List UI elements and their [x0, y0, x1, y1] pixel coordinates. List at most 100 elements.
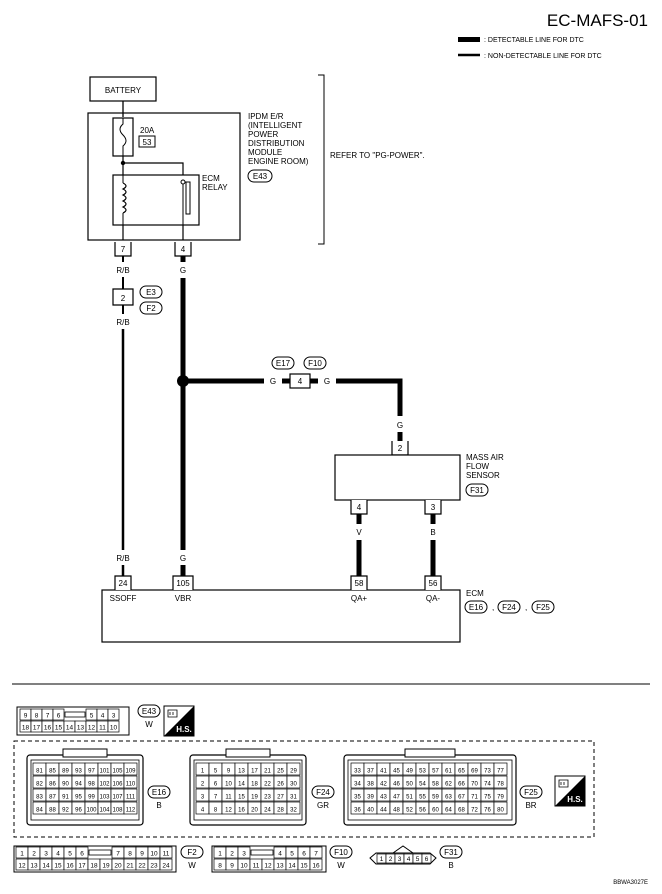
- pin-number: 11: [99, 725, 106, 732]
- pin-number: 10: [240, 863, 248, 870]
- f24-latch: [225, 748, 271, 758]
- pin-number: 51: [406, 795, 413, 801]
- ipdm-label-line: (INTELLIGENT: [248, 121, 302, 130]
- maf-label: FLOW: [466, 462, 490, 471]
- pin-cell: [493, 801, 508, 815]
- ipdm-label-line: DISTRIBUTION: [248, 139, 305, 148]
- wire-color-label: R/B: [116, 318, 129, 327]
- pin-number: 2: [32, 851, 36, 858]
- pin-cell: [159, 846, 173, 859]
- pin-number: 73: [484, 769, 491, 775]
- blank-cavity: [64, 711, 86, 718]
- pin-number: 22: [264, 782, 271, 788]
- pin-number: 52: [406, 808, 413, 814]
- pin-number: 31: [290, 795, 297, 801]
- wire-color-label: R/B: [116, 554, 129, 563]
- pin-number: 15: [55, 725, 63, 732]
- pin-number: 74: [484, 782, 491, 788]
- pin-number: 63: [445, 795, 452, 801]
- ecm-relay-label: ECM: [202, 174, 220, 183]
- pin-number: 13: [276, 863, 284, 870]
- wire-color-label: G: [270, 377, 276, 386]
- pin-number: 47: [393, 795, 400, 801]
- pin-number: 17: [78, 863, 86, 870]
- pin-number: 48: [393, 808, 400, 814]
- pin-number: 68: [458, 808, 465, 814]
- maf-sensor-box: [334, 454, 461, 501]
- connector-id: F10: [308, 359, 322, 368]
- pin-number: 38: [367, 782, 374, 788]
- pin-number: 1: [20, 851, 24, 858]
- f24-inner: [193, 759, 303, 821]
- ecm-pin-name: QA+: [351, 594, 368, 603]
- pin-number: 14: [238, 782, 245, 788]
- pin-number: 21: [264, 769, 271, 775]
- blank-cavity: [88, 849, 112, 856]
- legend-non-detectable-text: : NON-DETECTABLE LINE FOR DTC: [484, 53, 602, 60]
- pin-number: 90: [62, 782, 69, 788]
- pin-number: 8: [35, 713, 39, 720]
- pin-number: 3: [112, 713, 116, 720]
- pin-number: 61: [445, 769, 452, 775]
- pin-number: 10: [110, 725, 118, 732]
- pin-number: 18: [22, 725, 30, 732]
- maf-label: MASS AIR: [466, 453, 504, 462]
- pin-number: 18: [90, 863, 98, 870]
- pin-cell: [286, 801, 301, 815]
- pin-number: 18: [251, 782, 258, 788]
- wire-color-code: B: [448, 861, 453, 870]
- wire-g-detectable: [336, 378, 403, 416]
- pin-number: 12: [18, 863, 26, 870]
- connector-tag: [271, 356, 295, 370]
- connector-tag: [329, 845, 353, 859]
- pin-cell: [107, 720, 120, 733]
- pin-number: 3: [242, 851, 246, 858]
- pin-number: 97: [88, 769, 95, 775]
- pin-number: 100: [86, 808, 97, 814]
- pin-box: [172, 575, 194, 590]
- pin-number: 9: [24, 713, 28, 720]
- legend-detectable-text: : DETECTABLE LINE FOR DTC: [484, 37, 584, 44]
- pin-number: 32: [290, 808, 297, 814]
- pin-cell: [286, 775, 301, 789]
- connector-id: E3: [146, 288, 156, 297]
- battery-label: BATTERY: [105, 86, 142, 95]
- pin-number: 78: [497, 782, 504, 788]
- pin-number: 20: [114, 863, 122, 870]
- wire-color-label: B: [430, 528, 435, 537]
- pin-number: 11: [225, 795, 232, 801]
- page-title: EC-MAFS-01: [547, 11, 648, 30]
- pin-number: 16: [238, 808, 245, 814]
- pin-number: 21: [126, 863, 134, 870]
- pin-number: 7: [46, 713, 50, 720]
- pin-number: 45: [393, 769, 400, 775]
- pin-number: 59: [432, 795, 439, 801]
- connector-glyph-icon: [167, 709, 178, 718]
- pin-number: 20: [251, 808, 258, 814]
- pin-number: 106: [112, 782, 123, 788]
- hs-label: H.S.: [176, 725, 192, 734]
- refer-text: REFER TO "PG-POWER".: [330, 151, 425, 160]
- blank-cavity: [250, 849, 274, 856]
- pin-number: 105: [176, 579, 190, 588]
- ecm-relay-label: RELAY: [202, 183, 228, 192]
- pin-number: 16: [44, 725, 52, 732]
- connector-tag: [139, 285, 163, 299]
- pin-number: 37: [367, 769, 374, 775]
- pin-number: 8: [214, 808, 218, 814]
- connector-id: F2: [146, 304, 156, 313]
- pin-number: 14: [66, 725, 74, 732]
- wire-color-code: BR: [525, 801, 536, 810]
- pin-number: 54: [419, 782, 426, 788]
- connector-id: F25: [536, 603, 550, 612]
- ecm-box: [101, 589, 461, 643]
- pin-box: [350, 575, 368, 590]
- hs-badge-fill: [164, 706, 194, 736]
- separator: ,: [492, 603, 494, 612]
- connector-tag: [147, 785, 171, 799]
- connector-id: E43: [142, 707, 157, 716]
- pin-box: [114, 575, 132, 590]
- pin-number: 10: [225, 782, 232, 788]
- pin-number: 4: [101, 713, 105, 720]
- connector-id: E16: [152, 788, 167, 797]
